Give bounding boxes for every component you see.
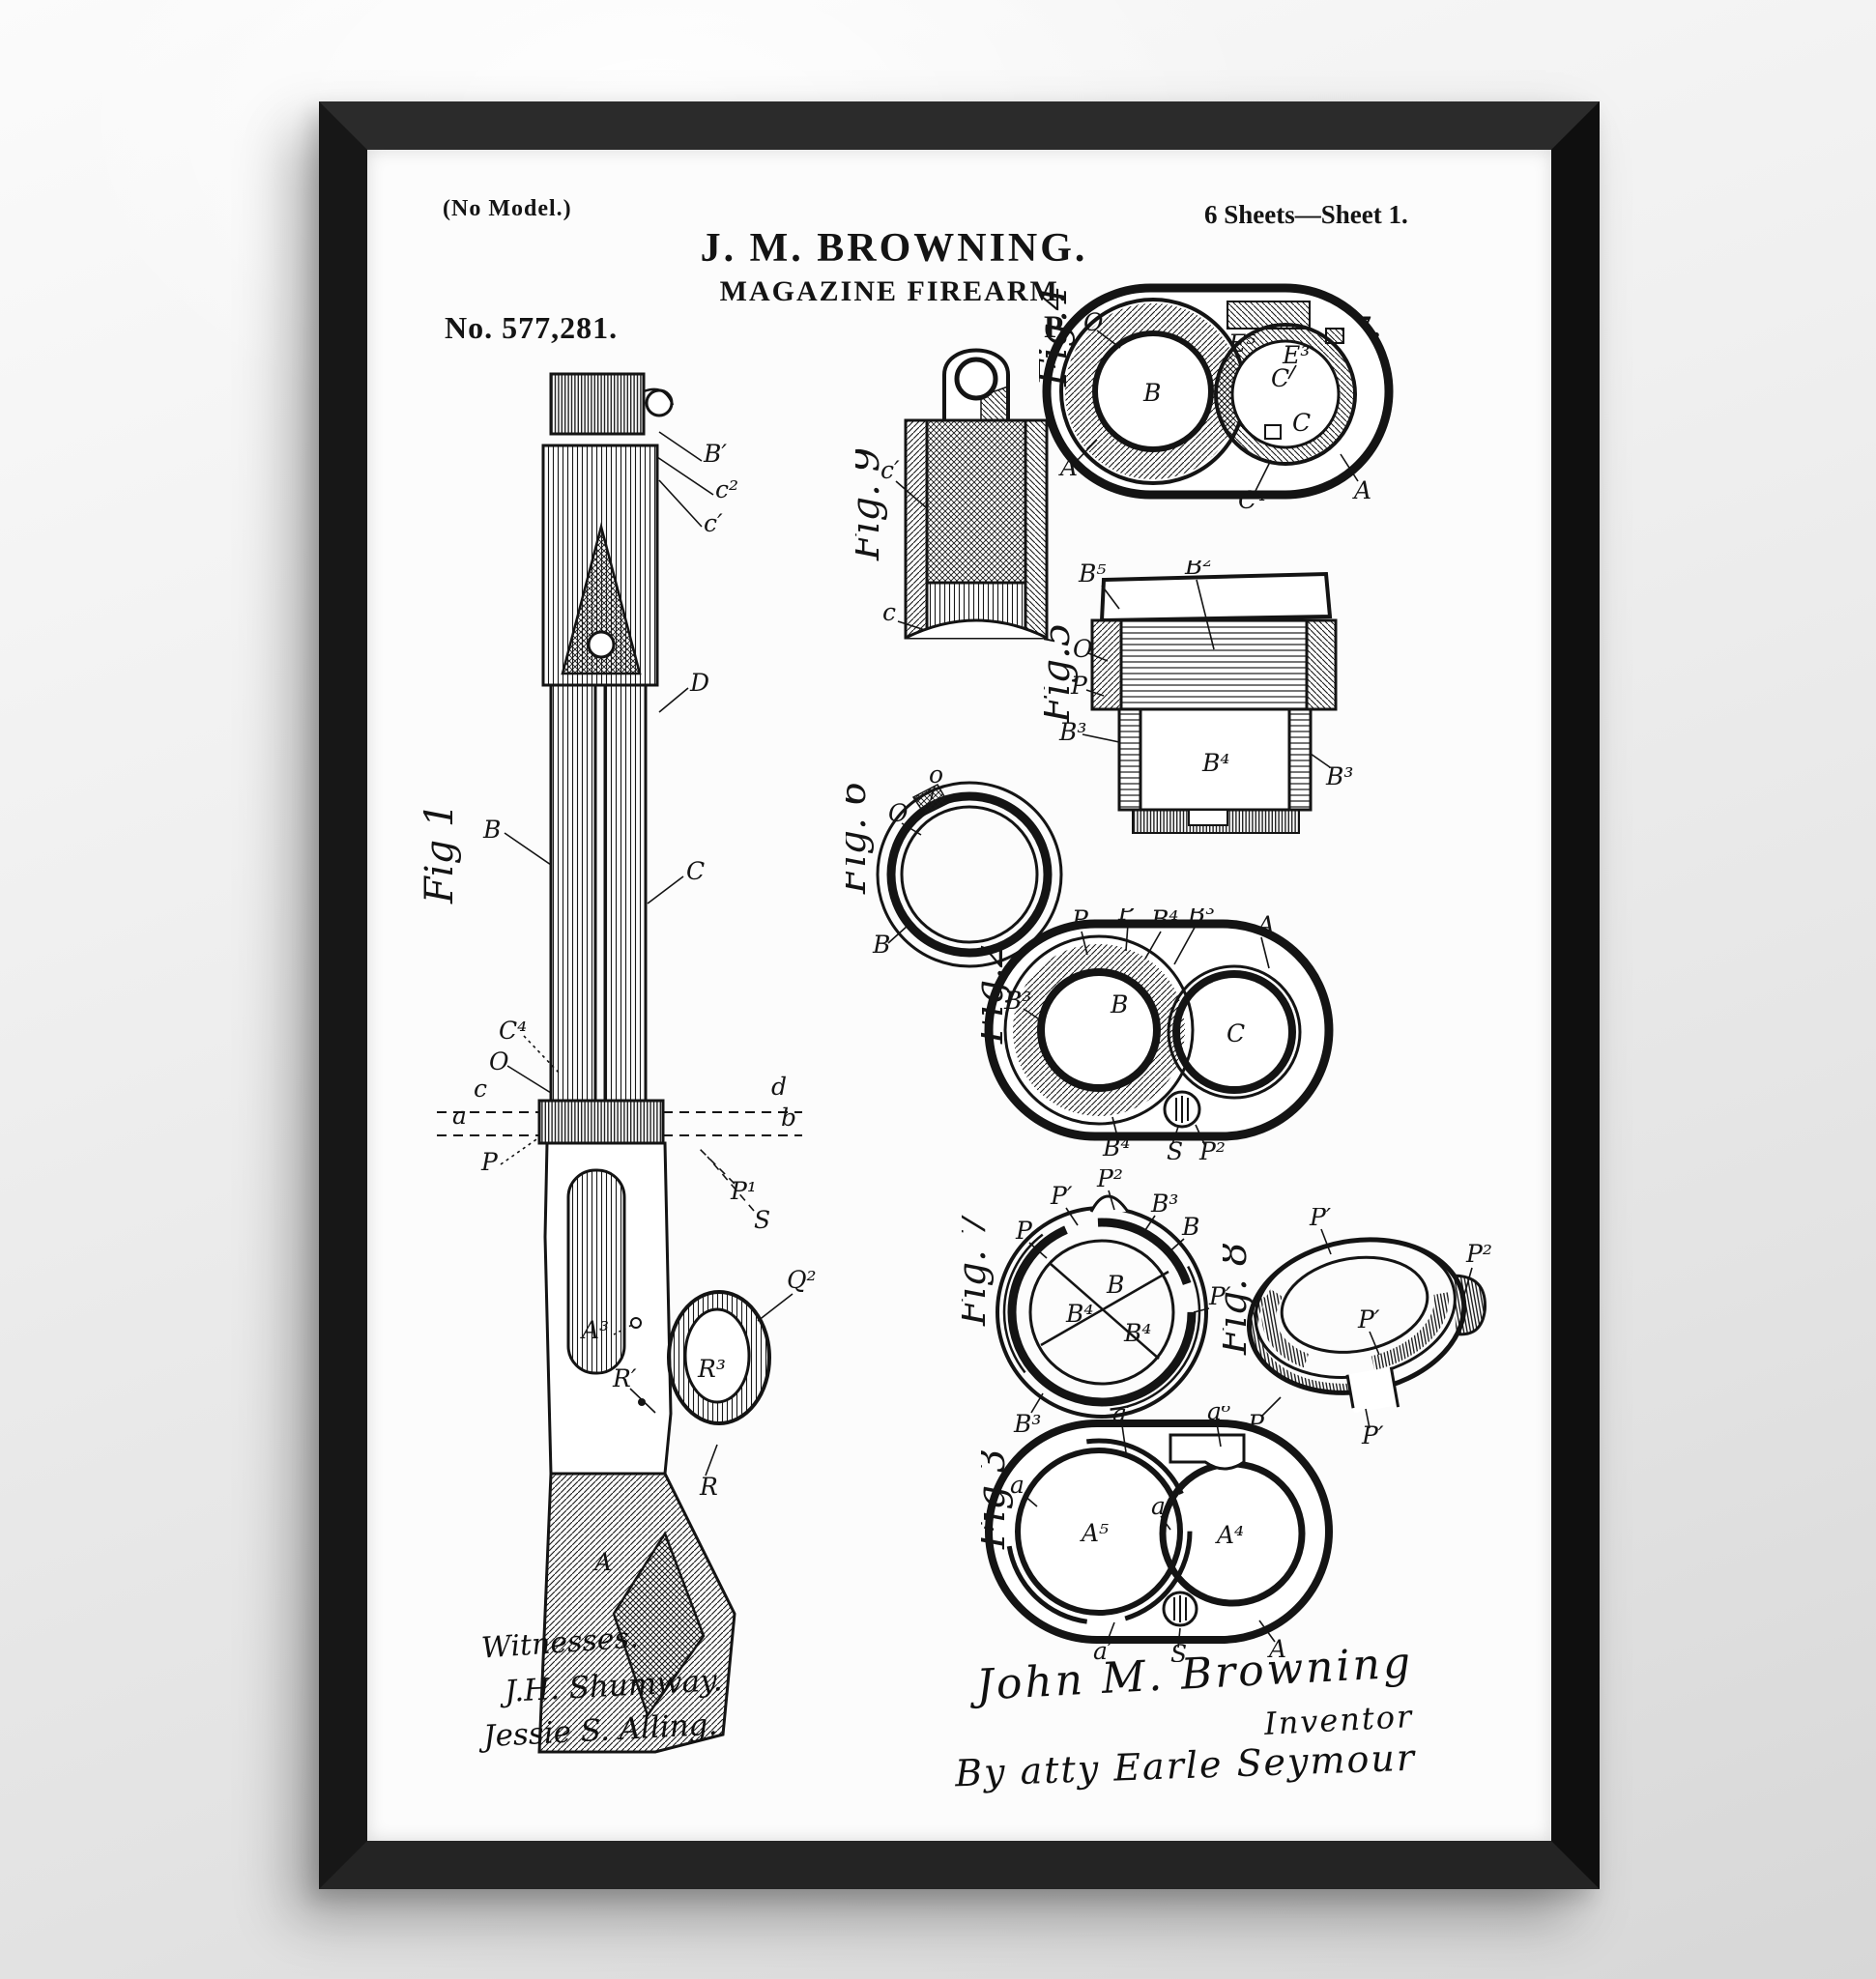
- inventor-label: Inventor: [1263, 1698, 1414, 1742]
- fig1-part-label: C⁴: [499, 1017, 527, 1045]
- inventor-name: J. M. BROWNING.: [483, 225, 1305, 272]
- fig4-part-label: C: [1292, 409, 1311, 437]
- fig2-part-label: P: [1071, 908, 1089, 933]
- fig4-part-label: E⁵: [1227, 330, 1255, 358]
- fig6-part-label: B: [872, 931, 890, 959]
- fig1-part-label: R: [699, 1473, 718, 1501]
- fig1-part-label: B: [482, 816, 501, 844]
- fig9-part-label: c: [882, 598, 896, 626]
- fig1-caption: Fig 1: [418, 803, 462, 904]
- fig3-part-label: a: [1010, 1471, 1025, 1499]
- patent-number: No. 577,281.: [445, 310, 618, 346]
- fig3-part-label: a⁶: [1207, 1406, 1231, 1425]
- fig1-part-label: D: [689, 669, 709, 697]
- fig1-part-label: S: [754, 1206, 770, 1234]
- fig7-part-label: P′: [1050, 1182, 1073, 1210]
- fig2-drawing: Fig.2 P P′ B⁴ B³ A B³ B C B⁴ S P²: [981, 908, 1334, 1160]
- fig2-part-label: B³: [1003, 987, 1031, 1015]
- fig1-part-label: R³: [697, 1355, 726, 1383]
- fig7-part-label: P²: [1096, 1169, 1123, 1192]
- rifle-magazine-tube: [605, 685, 646, 1101]
- fig1-part-label: A³: [580, 1316, 609, 1344]
- fig1-part-label: P¹: [730, 1177, 757, 1205]
- rifle-muzzle: [551, 374, 644, 434]
- fig5-part-label: B²: [1184, 560, 1212, 580]
- fig1-part-label: C: [686, 857, 705, 885]
- fig6-part-label: o: [929, 763, 943, 789]
- fig1-part-label: d: [771, 1073, 787, 1101]
- fig5-part-label: O: [1073, 635, 1093, 663]
- fig4-part-label: B: [1142, 379, 1161, 407]
- fig1-part-label: c′: [704, 509, 723, 537]
- fig1-part-label: R′: [612, 1364, 637, 1392]
- fig7-part-label: B⁴: [1123, 1319, 1151, 1347]
- fig1-rifle-drawing: Fig 1 B′ c² c′ D B C C⁴ O c a P d b P¹ S…: [416, 362, 841, 1773]
- fig3-part-label: a: [1151, 1492, 1166, 1520]
- rifle-barrel: [551, 685, 595, 1101]
- fig2-part-label: B⁴: [1102, 1133, 1130, 1160]
- fig7-part-label: B: [1106, 1271, 1124, 1299]
- fig2-part-label: S: [1167, 1137, 1183, 1160]
- fig1-part-label: Q²: [787, 1266, 817, 1294]
- fig7-part-label: B⁴: [1065, 1300, 1093, 1328]
- fig5-part-label: P: [1070, 672, 1088, 700]
- fig4-part-label: O: [1083, 308, 1104, 336]
- fig9-part-label: c′: [880, 456, 900, 484]
- fig2-part-label: A: [1255, 911, 1275, 939]
- fig8-part-label: P′: [1361, 1421, 1384, 1449]
- rifle-band: [539, 1101, 663, 1143]
- fig7-caption: Fig. 7: [962, 1212, 995, 1327]
- fig1-part-label: c: [474, 1075, 487, 1103]
- fig4-part-label: A: [1352, 476, 1371, 504]
- fig1-part-label: O: [489, 1047, 509, 1076]
- fig4-drawing: Fig.4 O B E⁵ E³ C C C⁴ A A: [1039, 271, 1397, 512]
- fig8-caption: Fig. 8: [1223, 1242, 1255, 1356]
- fig3-part-label: A⁴: [1215, 1521, 1244, 1549]
- fig1-part-label: P: [480, 1148, 499, 1176]
- fig4-part-label: A: [1058, 453, 1078, 481]
- fig1-part-label: B′: [703, 440, 727, 468]
- fig3-part-label: a′: [1112, 1406, 1133, 1427]
- fig5-part-label: B³: [1325, 762, 1353, 790]
- fig7-part-label: B³: [1150, 1190, 1178, 1218]
- fig2-part-label: P²: [1198, 1137, 1226, 1160]
- attorney-signature: By atty Earle Seymour: [954, 1736, 1416, 1795]
- fig8-part-label: P′: [1357, 1305, 1380, 1334]
- picture-frame: (No Model.) 6 Sheets—Sheet 1. J. M. BROW…: [319, 101, 1600, 1889]
- fig2-part-label: C: [1227, 1019, 1245, 1047]
- fig1-part-label: c²: [715, 475, 738, 503]
- fig2-part-label: P′: [1117, 908, 1140, 926]
- fig6-caption: Fig. 6: [846, 781, 875, 895]
- fig7-part-label: P: [1015, 1217, 1033, 1245]
- fig8-part-label: P²: [1465, 1240, 1492, 1268]
- fig7-drawing: Fig. 7 P² P′ P B³ B B⁴ B B⁴ B³ P′: [962, 1169, 1232, 1440]
- fig5-part-label: B⁵: [1078, 560, 1106, 588]
- fig2-part-label: B³: [1187, 908, 1215, 928]
- fig4-caption: Fig.4: [1039, 286, 1076, 387]
- fig1-part-label: a: [452, 1102, 467, 1130]
- fig1-part-label: A: [592, 1548, 612, 1576]
- fig3-caption: Fig.3: [981, 1448, 1014, 1550]
- fig5-drawing: Fig.5 B⁵ B² O P B³ B⁴ B³: [1044, 560, 1372, 836]
- no-model-note: (No Model.): [443, 196, 572, 222]
- fig5-part-label: B³: [1058, 718, 1086, 746]
- patent-print: (No Model.) 6 Sheets—Sheet 1. J. M. BROW…: [367, 150, 1551, 1841]
- fig1-part-label: b: [781, 1104, 796, 1132]
- fig7-part-label: B: [1181, 1213, 1199, 1241]
- fig8-part-label: P′: [1309, 1208, 1332, 1231]
- fig5-part-label: B⁴: [1201, 749, 1229, 777]
- fig6-part-label: O: [888, 799, 909, 827]
- fig3-part-label: A⁵: [1080, 1519, 1109, 1547]
- fig3-drawing: Fig.3 a′ a⁶ a A⁵ a A⁴ a′ S A: [981, 1406, 1334, 1662]
- fig2-part-label: B⁴: [1150, 908, 1178, 933]
- fig4-part-label: C⁴: [1238, 486, 1266, 512]
- fig2-part-label: B: [1110, 990, 1128, 1018]
- fig4-part-label: C: [1271, 364, 1289, 392]
